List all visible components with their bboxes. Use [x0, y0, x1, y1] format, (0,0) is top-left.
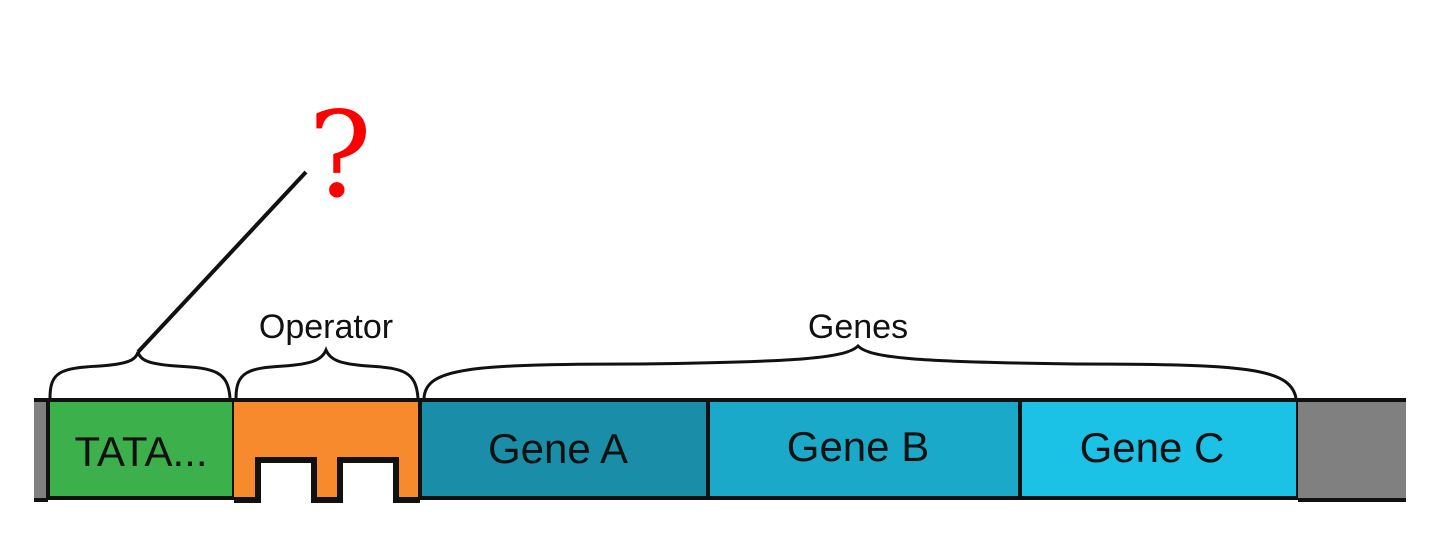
gene-a-segment	[418, 398, 710, 500]
gene-b-label: Gene B	[787, 423, 929, 470]
gene-b-segment	[706, 398, 1022, 500]
genes-heading: Genes	[808, 308, 908, 346]
genes-brace	[422, 343, 1298, 399]
question-pointer-line	[136, 170, 308, 354]
operator-binding-site	[234, 457, 420, 503]
promoter-label: TATA...	[75, 428, 208, 475]
promoter-brace	[48, 351, 232, 399]
promoter-segment	[46, 398, 236, 500]
gene-a-label: Gene A	[488, 425, 628, 472]
leading-dna-segment	[34, 400, 48, 498]
operator-brace	[234, 345, 420, 399]
gene-c-label: Gene C	[1080, 424, 1225, 471]
trailing-dna-segment	[1298, 398, 1406, 502]
question-mark: ?	[308, 86, 371, 224]
operator-heading: Operator	[259, 308, 393, 346]
